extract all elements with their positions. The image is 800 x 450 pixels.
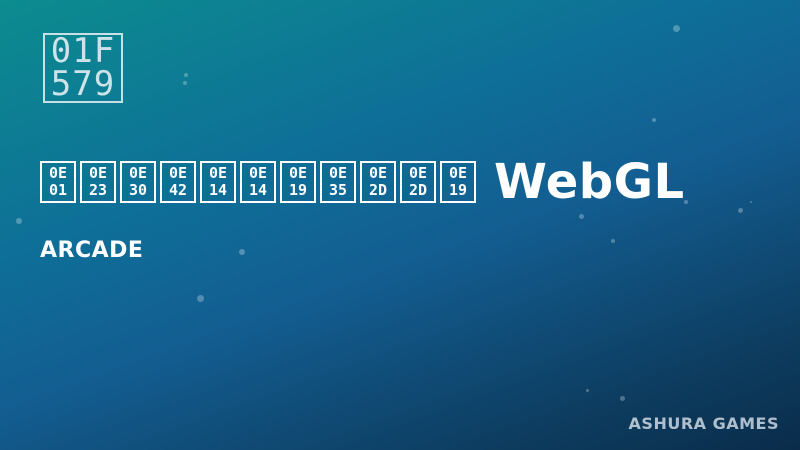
- glyph-code-top: 0E: [208, 164, 228, 182]
- glyph-code-top: 0E: [248, 164, 268, 182]
- bubble: [750, 201, 752, 203]
- glyph-code-top: 0E: [288, 164, 308, 182]
- glyph-code-top: 0E: [368, 164, 388, 182]
- title-suffix: WebGL: [494, 154, 685, 210]
- title-glyph: 0E 19: [280, 161, 316, 203]
- bubble: [239, 249, 245, 255]
- bubble: [197, 295, 204, 302]
- game-title: 0E 01 0E 23 0E 30 0E 42 0E 14 0E 14 0E 1…: [40, 152, 685, 212]
- bubble: [579, 214, 584, 219]
- bubble: [183, 81, 187, 85]
- glyph-code-top: 0E: [448, 164, 468, 182]
- glyph-code-bottom: 14: [248, 181, 268, 199]
- title-glyph: 0E 30: [120, 161, 156, 203]
- publisher-label: ASHURA GAMES: [628, 414, 779, 433]
- glyph-code-top: 0E: [48, 164, 68, 182]
- glyph-code-bottom: 35: [328, 181, 348, 199]
- glyph-code-top: 0E: [88, 164, 108, 182]
- glyph-code-bottom: 23: [88, 181, 108, 199]
- bubble: [184, 73, 188, 77]
- title-glyph: 0E 19: [440, 161, 476, 203]
- title-glyph: 0E 23: [80, 161, 116, 203]
- glyph-code-bottom: 42: [168, 181, 188, 199]
- bubble: [16, 218, 22, 224]
- bubble: [611, 239, 615, 243]
- title-glyph: 0E 14: [240, 161, 276, 203]
- title-glyph: 0E 35: [320, 161, 356, 203]
- title-glyph: 0E 01: [40, 161, 76, 203]
- missing-glyph-icon: 01F 579: [43, 33, 123, 103]
- glyph-code-top: 0E: [408, 164, 428, 182]
- glyph-code-bottom: 14: [208, 181, 228, 199]
- missing-glyph-code-line-2: 579: [50, 64, 116, 104]
- glyph-code-bottom: 2D: [368, 181, 388, 199]
- bubble: [673, 25, 680, 32]
- glyph-code-bottom: 30: [128, 181, 148, 199]
- bubble: [620, 396, 625, 401]
- bubble: [652, 118, 656, 122]
- glyph-code-top: 0E: [168, 164, 188, 182]
- title-glyph: 0E 2D: [400, 161, 436, 203]
- title-glyph: 0E 42: [160, 161, 196, 203]
- glyph-code-top: 0E: [328, 164, 348, 182]
- glyph-code-bottom: 2D: [408, 181, 428, 199]
- glyph-code-top: 0E: [128, 164, 148, 182]
- genre-label: ARCADE: [40, 238, 144, 263]
- glyph-code-bottom: 19: [288, 181, 308, 199]
- missing-glyph-code-line-1: 01F: [50, 31, 116, 71]
- bubble: [586, 389, 589, 392]
- bubble: [738, 208, 743, 213]
- glyph-code-bottom: 01: [48, 181, 68, 199]
- title-glyph: 0E 2D: [360, 161, 396, 203]
- title-glyph: 0E 14: [200, 161, 236, 203]
- glyph-code-bottom: 19: [448, 181, 468, 199]
